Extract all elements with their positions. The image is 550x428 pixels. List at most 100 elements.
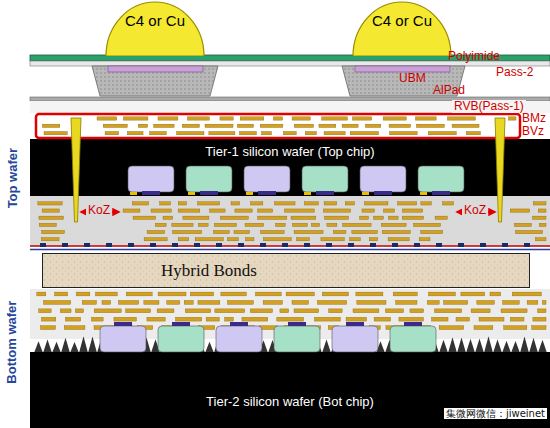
- metal-line: [345, 202, 354, 205]
- metal-line: [210, 209, 225, 212]
- silicon-spike: [475, 339, 484, 353]
- metal-line: [39, 216, 64, 219]
- metal-line: [37, 292, 46, 296]
- metal-line: [382, 230, 410, 233]
- metal-line: [127, 132, 143, 135]
- bond-pad: [172, 243, 178, 247]
- bond-pad: [326, 243, 332, 247]
- metal-line: [477, 301, 494, 305]
- metal-line: [273, 117, 282, 120]
- metal-line: [325, 216, 349, 219]
- metal-line: [292, 117, 310, 120]
- metal-line: [160, 202, 171, 205]
- gate-contact: [230, 322, 248, 326]
- bond-texture: [43, 254, 529, 287]
- metal-line: [532, 326, 546, 330]
- metal-line: [539, 223, 546, 226]
- silicon-spike: [457, 337, 466, 353]
- metal-line: [151, 209, 171, 212]
- silicon-spike: [484, 336, 493, 353]
- metal-line: [474, 326, 493, 330]
- metal-line: [215, 309, 245, 313]
- metal-line: [250, 309, 272, 313]
- metal-line: [178, 209, 200, 212]
- metal-line: [384, 209, 395, 212]
- metal-line: [150, 132, 167, 135]
- metal-line: [428, 132, 456, 135]
- transistor: [360, 166, 406, 192]
- metal-line: [172, 223, 193, 226]
- metal-line: [220, 216, 248, 219]
- metal-line: [285, 209, 315, 212]
- metal-line: [190, 292, 213, 296]
- metal-line: [304, 202, 318, 205]
- gate-contact: [404, 322, 422, 326]
- silicon-spike: [34, 341, 43, 353]
- metal-line: [452, 124, 479, 127]
- metal-line: [399, 317, 424, 321]
- silicon-wafer-label: Tier-1 silicon wafer (Top chip): [120, 141, 460, 163]
- metal-line: [533, 317, 546, 321]
- metal-line: [163, 216, 173, 219]
- silicon-spike: [43, 339, 52, 353]
- bond-pad: [106, 243, 112, 247]
- bond-pad: [304, 243, 310, 247]
- metal-line: [60, 309, 71, 313]
- silicon-spike: [205, 342, 214, 353]
- metal-line: [515, 230, 542, 233]
- metal-line: [533, 202, 546, 205]
- metal-line: [510, 317, 524, 321]
- metal-line: [365, 202, 388, 205]
- metal-line: [353, 309, 379, 313]
- metal-line: [538, 209, 546, 212]
- metal-line: [118, 301, 138, 305]
- bond-pad: [150, 243, 156, 247]
- metal-line: [396, 301, 417, 305]
- metal-line: [55, 292, 68, 296]
- tsv-right: [495, 118, 505, 222]
- contact: [362, 192, 369, 195]
- metal-line: [133, 216, 156, 219]
- bond-pad: [40, 243, 46, 247]
- metal-line: [66, 317, 81, 321]
- metal-line: [381, 223, 406, 226]
- metal-line: [42, 124, 59, 127]
- metal-line: [503, 301, 520, 305]
- metal-line: [286, 292, 314, 296]
- silicon-spike: [466, 339, 475, 353]
- metal-line: [374, 216, 384, 219]
- layer-label: RVB(Pass-1): [452, 100, 526, 113]
- metal-line: [221, 292, 246, 296]
- transistor: [332, 326, 378, 352]
- metal-line: [102, 301, 111, 305]
- silicon-spike: [529, 338, 538, 353]
- metal-line: [362, 209, 374, 212]
- silicon-spike: [493, 339, 502, 353]
- silicon-spike: [538, 340, 547, 353]
- metal-line: [132, 202, 148, 205]
- metal-line: [350, 238, 361, 241]
- bond-pad: [238, 243, 244, 247]
- metal-line: [38, 202, 62, 205]
- metal-line: [532, 216, 546, 219]
- layer-label: BVz: [522, 125, 544, 138]
- bond-pad: [524, 243, 530, 247]
- metal-line: [342, 124, 358, 127]
- metal-line: [322, 117, 348, 120]
- metal-line: [346, 317, 366, 321]
- silicon-spike: [61, 338, 70, 353]
- metal-line: [64, 326, 85, 330]
- metal-line: [42, 230, 65, 233]
- silicon-spike: [79, 336, 88, 353]
- bond-pad: [480, 243, 486, 247]
- metal-line: [157, 309, 174, 313]
- metal-line: [508, 117, 516, 120]
- metal-line: [416, 124, 444, 127]
- contact: [304, 192, 311, 195]
- metal-line: [147, 317, 165, 321]
- metal-line: [283, 132, 296, 135]
- contact: [130, 192, 137, 195]
- metal-line: [44, 132, 67, 135]
- metal-line: [82, 301, 96, 305]
- metal-line: [276, 223, 286, 226]
